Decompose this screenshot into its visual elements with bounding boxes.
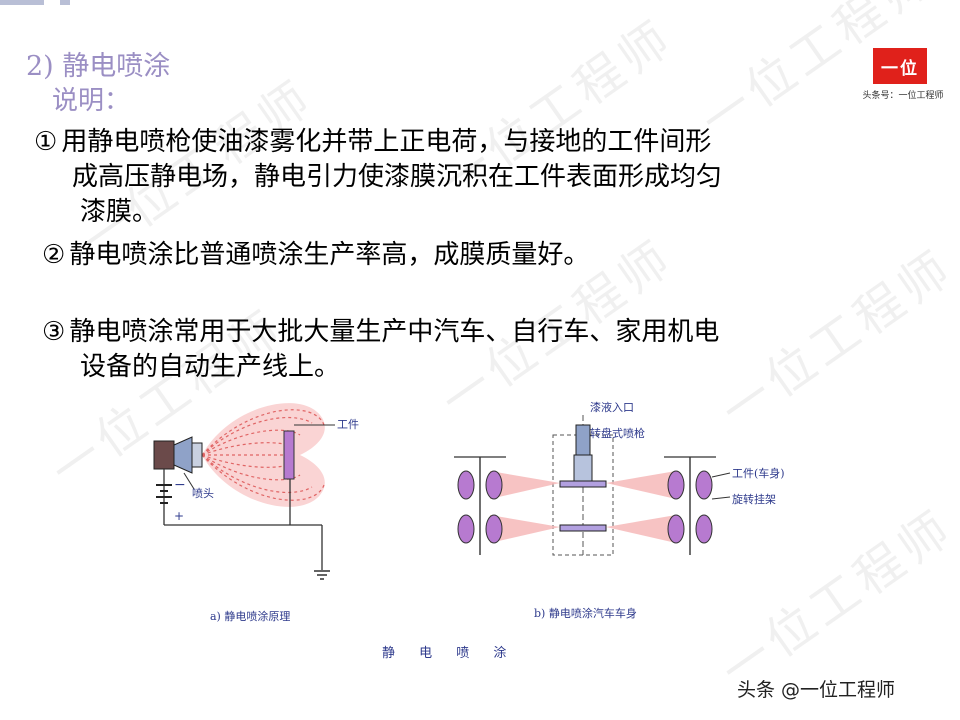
hanger-label: 旋转挂架 bbox=[732, 493, 776, 506]
paragraph-number: ③ bbox=[42, 317, 66, 347]
spray-cone bbox=[606, 515, 676, 543]
footer-watermark: 头条 @一位工程师 bbox=[737, 679, 896, 701]
figure-b-caption: b) 静电喷涂汽车车身 bbox=[534, 607, 637, 620]
subtitle: 说明： bbox=[52, 86, 131, 116]
spray-cone bbox=[490, 471, 560, 499]
spray-cone bbox=[490, 515, 560, 543]
paragraph-number: ① bbox=[34, 127, 58, 157]
nozzle-leader bbox=[183, 472, 195, 490]
paragraph-number: ② bbox=[42, 240, 66, 270]
paragraph-line: 静电喷涂常用于大批大量生产中汽车、自行车、家用机电 bbox=[69, 317, 720, 347]
battery bbox=[156, 484, 172, 504]
brand-logo: 一位 bbox=[873, 48, 927, 84]
workpiece-leader bbox=[711, 472, 731, 478]
upper-disc bbox=[559, 480, 607, 488]
nozzle bbox=[173, 436, 193, 474]
hanger-leader bbox=[711, 496, 731, 500]
paragraph-line: 用静电喷枪使油漆雾化并带上正电荷，与接地的工件间形 bbox=[61, 127, 712, 157]
section-title: 2) 静电喷涂 bbox=[26, 51, 171, 82]
paragraph-line: 静电喷涂比普通喷涂生产率高，成膜质量好。 bbox=[69, 240, 590, 270]
brand-caption: 头条号：一位工程师 bbox=[862, 91, 944, 101]
figure-a-caption: a) 静电喷涂原理 bbox=[210, 610, 291, 623]
paragraph-line: 成高压静电场，静电引力使漆膜沉积在工件表面形成均匀 bbox=[72, 162, 723, 192]
figure-a-diagram: 工件 喷头 − + a) 静电喷涂原理 bbox=[140, 385, 480, 623]
gun-label: 转盘式喷枪 bbox=[590, 427, 645, 440]
lower-disc bbox=[559, 524, 607, 532]
spray-cloud-lower bbox=[202, 455, 325, 507]
paint-inlet bbox=[575, 424, 591, 456]
ground-symbol bbox=[314, 570, 330, 580]
figure-a-svg bbox=[153, 403, 335, 580]
nozzle-tip bbox=[191, 442, 203, 468]
workpiece-body-label: 工件(车身) bbox=[732, 467, 785, 480]
minus-label: − bbox=[174, 477, 186, 493]
plus-label: + bbox=[174, 509, 185, 523]
car-bodies bbox=[457, 470, 713, 544]
top-decor-bar bbox=[0, 0, 960, 8]
nozzle-label: 喷头 bbox=[192, 487, 214, 500]
spray-cone bbox=[606, 471, 676, 499]
spray-gun bbox=[153, 440, 175, 470]
paint-inlet-label: 漆液入口 bbox=[590, 401, 634, 414]
paragraph-line: 漆膜。 bbox=[80, 197, 159, 227]
workpiece-label: 工件 bbox=[337, 418, 359, 431]
workpiece bbox=[283, 430, 295, 480]
paragraph-line: 设备的自动生产线上。 bbox=[80, 352, 341, 382]
figure-overall-caption: 静 电 喷 涂 bbox=[382, 646, 517, 661]
spray-cloud-upper bbox=[202, 403, 325, 455]
figure-b-diagram: 漆液入口 转盘式喷枪 工件(车身) 旋转挂架 b) 静电喷涂汽车车身 bbox=[450, 395, 785, 620]
figure-b-svg bbox=[454, 415, 731, 556]
